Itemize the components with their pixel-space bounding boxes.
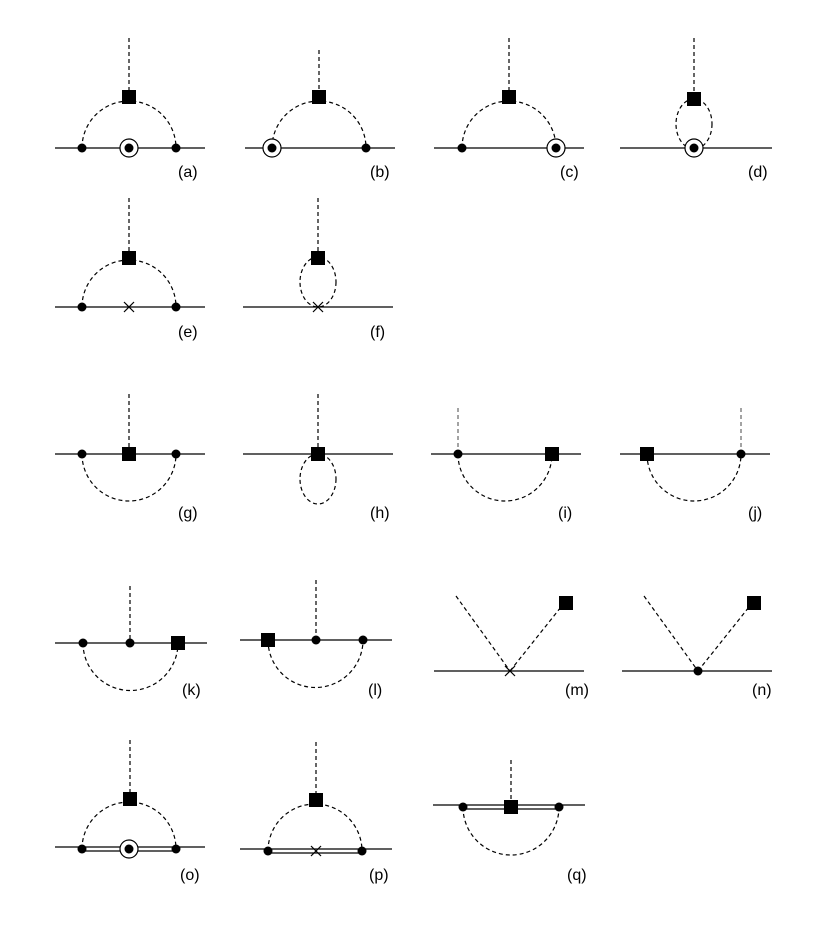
square-vertex-icon xyxy=(747,596,761,610)
panel-l: (l) xyxy=(240,580,392,699)
square-vertex-icon xyxy=(311,447,325,461)
vertex-dot-icon xyxy=(171,449,181,459)
panel-g: (g) xyxy=(55,394,205,522)
vertex-dot-icon xyxy=(311,635,321,645)
vertex-dot-icon xyxy=(457,143,467,153)
panel-label: (g) xyxy=(178,505,198,522)
panel-a: (a) xyxy=(55,38,205,181)
panel-o: (o) xyxy=(55,740,205,884)
panel-label: (e) xyxy=(178,324,198,341)
square-vertex-icon xyxy=(504,800,518,814)
square-vertex-icon xyxy=(312,90,326,104)
vertex-dot-icon xyxy=(358,635,368,645)
vertex-dot-icon xyxy=(77,143,87,153)
square-vertex-icon xyxy=(261,633,275,647)
vertex-dot-icon xyxy=(263,846,273,856)
panel-q: (q) xyxy=(433,760,587,884)
panel-d: (d) xyxy=(620,38,772,181)
vertex-dot-icon xyxy=(171,143,181,153)
panel-h: (h) xyxy=(243,394,393,522)
panel-label: (h) xyxy=(370,505,390,522)
vertex-dot-icon xyxy=(171,844,181,854)
square-vertex-icon xyxy=(640,447,654,461)
vertex-dot-icon xyxy=(77,844,87,854)
square-vertex-icon xyxy=(311,251,325,265)
square-vertex-icon xyxy=(123,792,137,806)
vertex-dot-icon xyxy=(125,638,135,648)
cross-vertex-icon xyxy=(123,301,135,313)
square-vertex-icon xyxy=(171,636,185,650)
panel-i: (i) xyxy=(431,408,581,522)
square-vertex-icon xyxy=(559,596,573,610)
panel-p: (p) xyxy=(240,742,392,884)
panel-k: (k) xyxy=(55,586,207,699)
square-vertex-icon xyxy=(502,90,516,104)
vertex-dot-icon xyxy=(693,666,703,676)
square-vertex-icon xyxy=(122,251,136,265)
vertex-dot-icon xyxy=(357,846,367,856)
vertex-dot-icon xyxy=(554,802,564,812)
vertex-dot-icon xyxy=(736,449,746,459)
panel-label: (n) xyxy=(752,682,772,699)
panel-label: (d) xyxy=(748,164,768,181)
vertex-dot-icon xyxy=(171,302,181,312)
square-vertex-icon xyxy=(309,793,323,807)
panel-label: (o) xyxy=(180,867,200,884)
panel-label: (q) xyxy=(567,867,587,884)
panel-label: (p) xyxy=(369,867,389,884)
panel-label: (j) xyxy=(748,505,762,522)
cross-vertex-icon xyxy=(504,665,516,677)
vertex-dot-icon xyxy=(458,802,468,812)
panel-j: (j) xyxy=(620,408,770,522)
panel-label: (i) xyxy=(558,505,572,522)
panel-label: (k) xyxy=(182,682,201,699)
square-vertex-icon xyxy=(122,90,136,104)
square-vertex-icon xyxy=(545,447,559,461)
vertex-dot-icon xyxy=(78,638,88,648)
panel-n: (n) xyxy=(622,595,772,699)
panel-m: (m) xyxy=(434,595,589,699)
panel-f: (f) xyxy=(243,198,393,341)
panel-e: (e) xyxy=(55,198,205,341)
vertex-dot-icon xyxy=(77,302,87,312)
panel-label: (a) xyxy=(178,164,198,181)
panel-label: (m) xyxy=(565,682,589,699)
vertex-dot-icon xyxy=(453,449,463,459)
square-vertex-icon xyxy=(687,92,701,106)
panel-b: (b) xyxy=(245,50,395,181)
vertex-dot-icon xyxy=(361,143,371,153)
cross-vertex-icon xyxy=(312,301,324,313)
panel-label: (l) xyxy=(368,682,382,699)
vertex-dot-icon xyxy=(77,449,87,459)
panel-label: (b) xyxy=(370,164,390,181)
square-vertex-icon xyxy=(122,447,136,461)
panel-c: (c) xyxy=(434,38,584,181)
panel-label: (f) xyxy=(370,324,385,341)
cross-vertex-icon xyxy=(310,845,322,857)
panel-label: (c) xyxy=(560,164,579,181)
